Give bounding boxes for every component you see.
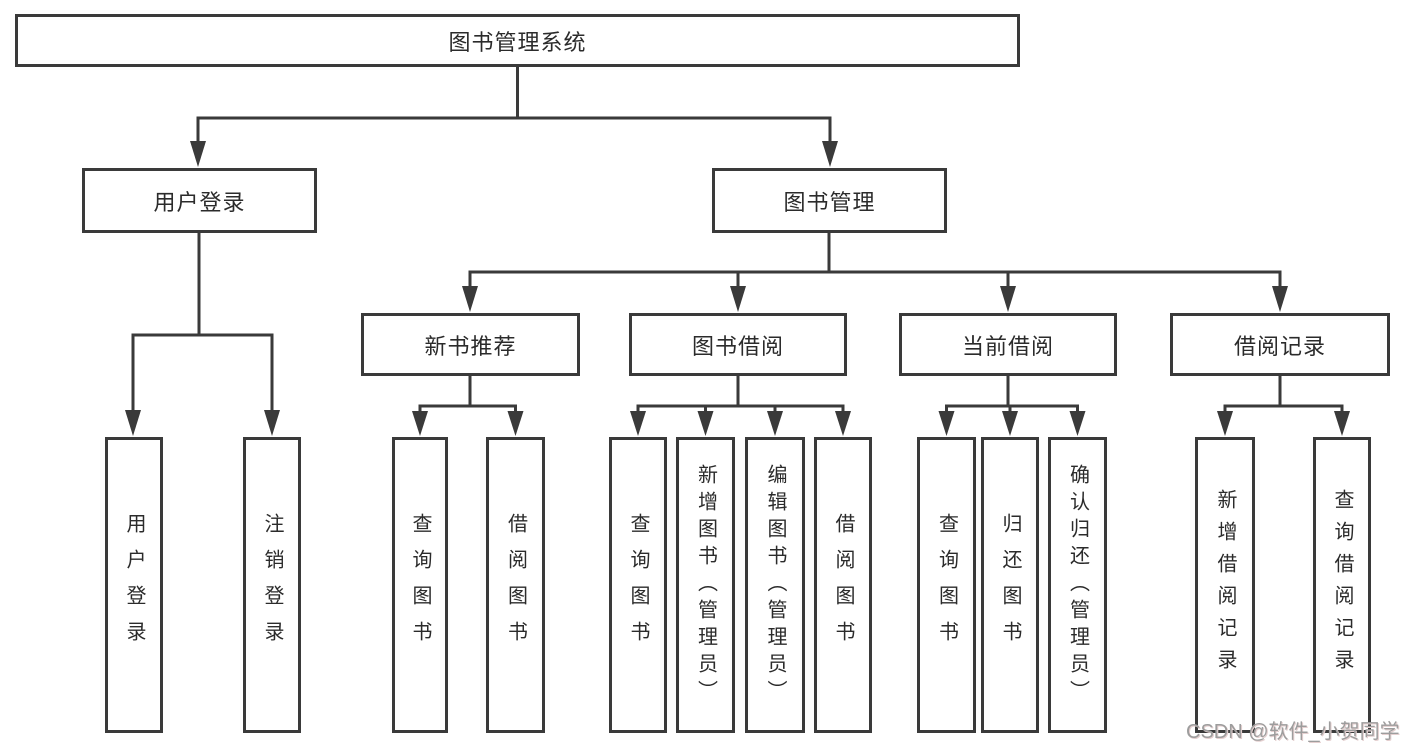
leaf-query-borrow-record-label: 查询借阅记录 (1331, 489, 1353, 681)
leaf-query-books-borrowing-label: 查询图书 (627, 513, 649, 657)
leaf-borrow-books-borrowing: 借阅图书 (814, 437, 872, 733)
node-user-login-label: 用户登录 (153, 189, 246, 215)
leaf-borrow-books-recommend-label: 借阅图书 (504, 513, 527, 657)
leaf-query-books-recommend: 查询图书 (392, 437, 448, 733)
leaf-borrow-books-borrowing-label: 借阅图书 (832, 513, 854, 657)
leaf-user-login-label: 用户登录 (123, 513, 145, 657)
leaf-borrow-books-recommend: 借阅图书 (486, 437, 545, 733)
leaf-logout-label: 注销登录 (261, 513, 283, 657)
leaf-return-book: 归还图书 (981, 437, 1039, 733)
node-current-borrowing: 当前借阅 (899, 313, 1117, 376)
leaf-confirm-return-admin: 确认归还（管理员） (1048, 437, 1107, 733)
leaf-user-login: 用户登录 (105, 437, 163, 733)
leaf-logout: 注销登录 (243, 437, 301, 733)
leaf-confirm-return-admin-label: 确认归还（管理员） (1066, 463, 1089, 707)
node-borrowing-records-label: 借阅记录 (1233, 333, 1326, 359)
leaf-edit-book-admin-label: 编辑图书（管理员） (764, 463, 786, 707)
node-borrowing-records: 借阅记录 (1170, 313, 1390, 376)
node-new-book-recommend: 新书推荐 (361, 313, 580, 376)
leaf-add-borrow-record: 新增借阅记录 (1195, 437, 1255, 733)
leaf-query-books-recommend-label: 查询图书 (409, 513, 431, 657)
csdn-watermark: CSDN @软件_小贺同学 (1186, 721, 1400, 743)
node-book-management: 图书管理 (712, 168, 947, 233)
node-book-borrowing: 图书借阅 (629, 313, 847, 376)
node-current-borrowing-label: 当前借阅 (961, 333, 1054, 359)
leaf-add-book-admin-label: 新增图书（管理员） (694, 463, 717, 707)
leaf-edit-book-admin: 编辑图书（管理员） (745, 437, 805, 733)
node-new-book-recommend-label: 新书推荐 (424, 333, 517, 359)
leaf-query-books-borrowing: 查询图书 (609, 437, 667, 733)
leaf-query-books-current: 查询图书 (917, 437, 976, 733)
node-root-system: 图书管理系统 (15, 14, 1020, 67)
leaf-add-borrow-record-label: 新增借阅记录 (1214, 489, 1236, 681)
leaf-return-book-label: 归还图书 (999, 513, 1021, 657)
node-book-management-label: 图书管理 (783, 189, 876, 215)
leaf-add-book-admin: 新增图书（管理员） (676, 437, 735, 733)
node-root-label: 图书管理系统 (448, 29, 587, 55)
node-user-login: 用户登录 (82, 168, 317, 233)
node-book-borrowing-label: 图书借阅 (691, 333, 784, 359)
leaf-query-books-current-label: 查询图书 (935, 513, 958, 657)
leaf-query-borrow-record: 查询借阅记录 (1313, 437, 1371, 733)
